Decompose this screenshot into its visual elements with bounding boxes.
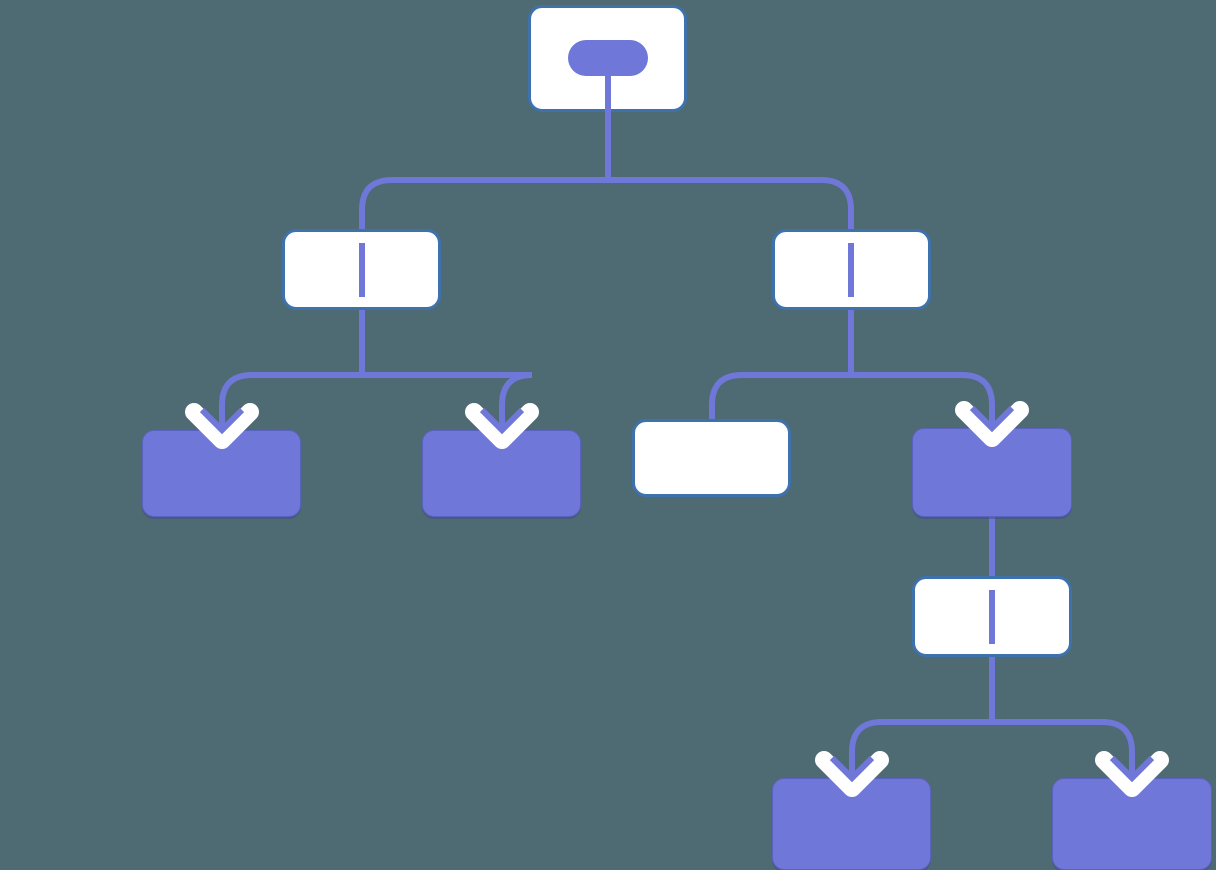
leaf-node-f[interactable] bbox=[1052, 778, 1212, 870]
empty-node-c[interactable] bbox=[632, 419, 791, 497]
leaf-node-d[interactable] bbox=[912, 428, 1072, 517]
leaf-node-b[interactable] bbox=[422, 430, 581, 517]
root-pill-shape bbox=[568, 40, 648, 76]
leaf-node-a[interactable] bbox=[142, 430, 301, 517]
root-node[interactable] bbox=[528, 5, 687, 112]
sub-branch-node[interactable] bbox=[912, 576, 1072, 657]
leaf-node-e[interactable] bbox=[772, 778, 931, 870]
left-branch-node[interactable] bbox=[282, 229, 441, 310]
right-branch-node[interactable] bbox=[772, 229, 931, 310]
